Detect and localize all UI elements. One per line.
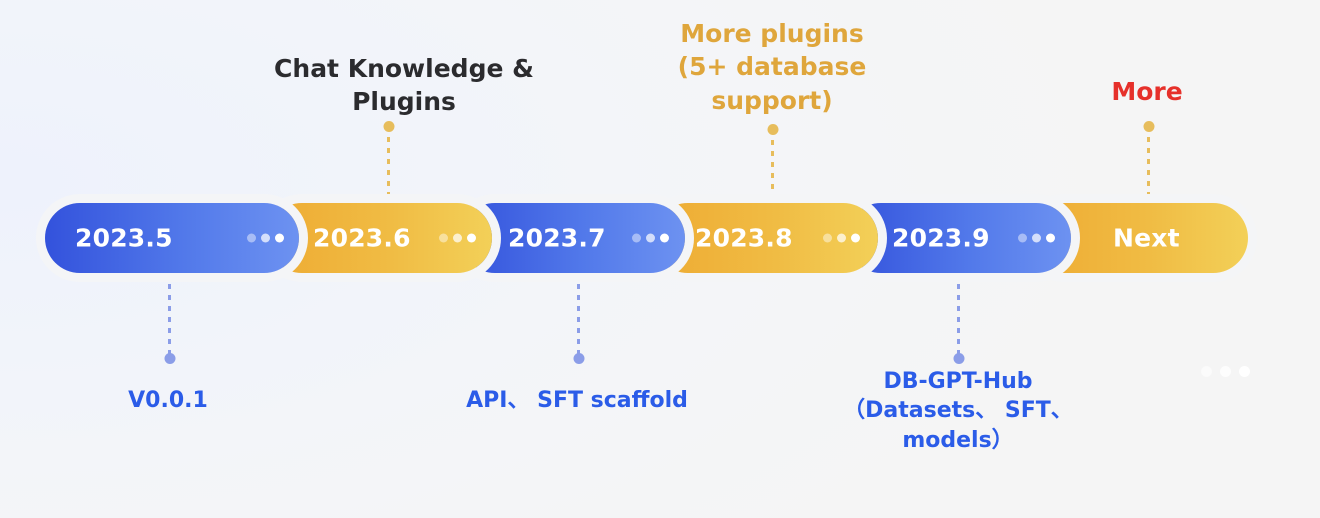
connector-2023-8	[767, 124, 778, 203]
callout-api-sft-scaffold: API、 SFT scaffold	[466, 388, 688, 413]
connector-2023-9	[953, 273, 964, 364]
connector-2023-5	[164, 273, 175, 364]
timeline-segment-2023-9[interactable]: 2023.9	[846, 203, 1071, 273]
connector-knob-icon	[1143, 121, 1154, 132]
callout-more: More	[1111, 77, 1183, 106]
connector-knob-icon	[767, 124, 778, 135]
connector-knob-icon	[383, 121, 394, 132]
timeline-segment-2023-8[interactable]: 2023.8	[653, 203, 878, 273]
timeline-segment-label: 2023.5	[75, 223, 173, 253]
timeline-segment-ellipsis-icon	[247, 233, 284, 243]
timeline-segment-label: 2023.6	[313, 223, 411, 253]
timeline-segment-2023-7[interactable]: 2023.7	[460, 203, 685, 273]
connector-knob-icon	[164, 353, 175, 364]
timeline-segment-2023-5[interactable]: 2023.5	[45, 203, 299, 273]
connector-2023-6	[383, 121, 394, 203]
trailing-dots-icon	[1201, 366, 1250, 377]
timeline-segment-label: 2023.9	[892, 223, 990, 253]
connector-knob-icon	[573, 353, 584, 364]
callout-db-gpt-hub: DB-GPT-Hub （Datasets、 SFT、 models）	[843, 369, 1073, 453]
timeline-segment-label: 2023.8	[695, 223, 793, 253]
timeline-segment-label: Next	[1113, 223, 1180, 253]
timeline-segment-label: 2023.7	[508, 223, 606, 253]
connector-2023-7	[573, 273, 584, 364]
callout-more-plugins: More plugins (5+ database support)	[677, 19, 867, 115]
connector-knob-icon	[953, 353, 964, 364]
connector-next	[1143, 121, 1154, 203]
timeline-segment-ellipsis-icon	[1018, 233, 1055, 243]
timeline-segment-2023-6[interactable]: 2023.6	[267, 203, 492, 273]
timeline-segment-ellipsis-icon	[823, 233, 860, 243]
timeline-segment-ellipsis-icon	[439, 233, 476, 243]
callout-chat-knowledge-plugins: Chat Knowledge & Plugins	[274, 54, 534, 117]
callout-v0-0-1: V0.0.1	[128, 388, 208, 413]
timeline-segment-ellipsis-icon	[632, 233, 669, 243]
